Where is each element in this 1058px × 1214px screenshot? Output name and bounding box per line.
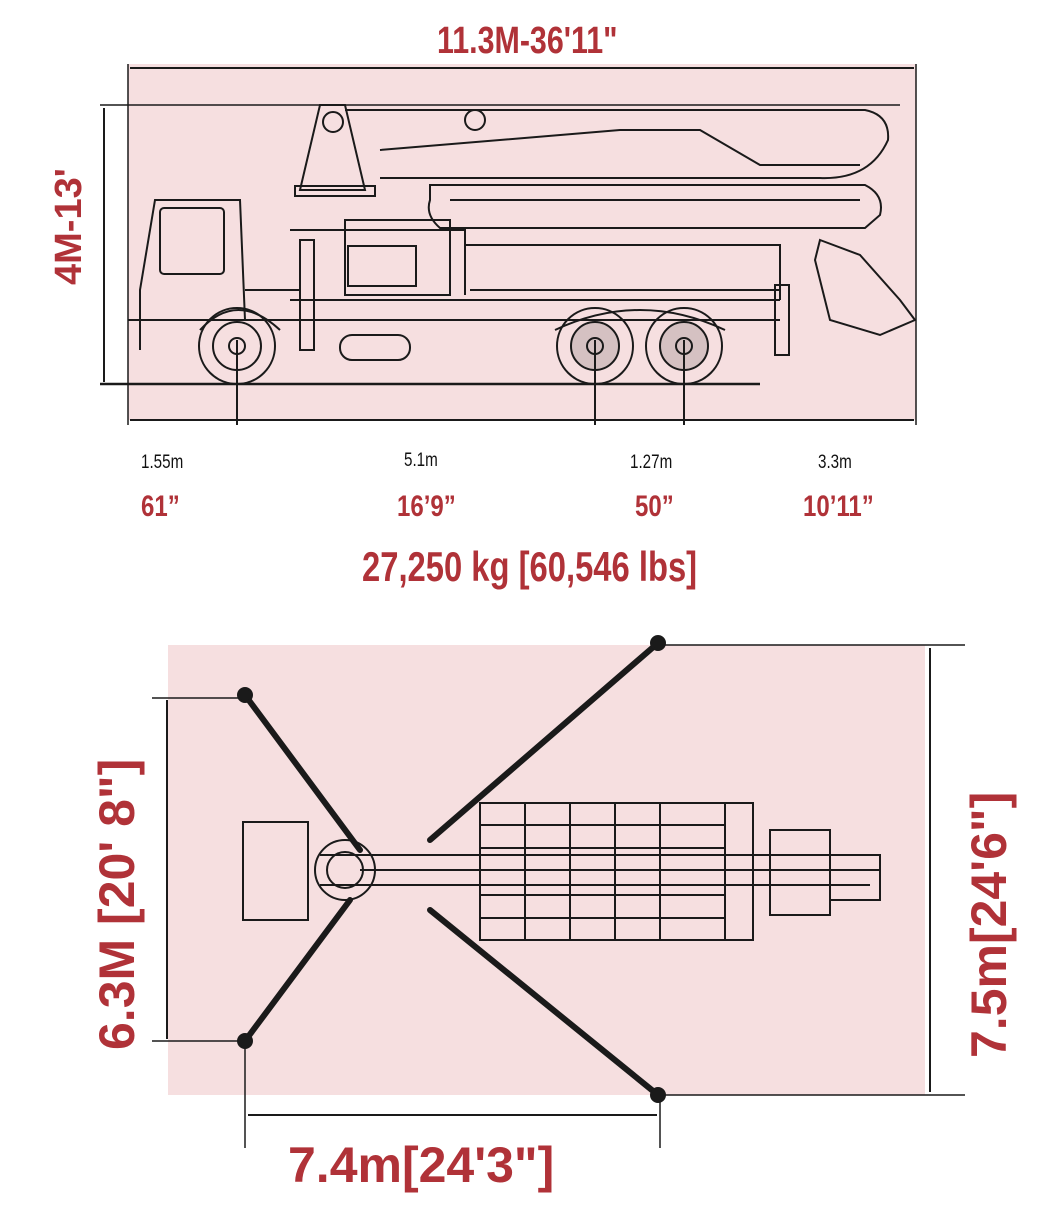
segment-2-imperial: 16’9” bbox=[397, 490, 456, 523]
rear-wheel-1 bbox=[556, 307, 634, 385]
overall-height-label: 4M-13' bbox=[48, 168, 90, 285]
segment-4-metric: 3.3m bbox=[818, 452, 852, 473]
outrigger-length-label: 7.4m[24'3"] bbox=[288, 1137, 555, 1193]
segment-4-imperial: 10’11” bbox=[803, 490, 874, 523]
segment-3-metric: 1.27m bbox=[630, 452, 673, 473]
side-view bbox=[100, 64, 917, 425]
front-outrigger-span-label: 6.3M [20' 8"] bbox=[89, 758, 145, 1050]
weight-label: 27,250 kg [60,546 lbs] bbox=[362, 543, 698, 590]
boom-tip bbox=[813, 238, 917, 337]
top-view bbox=[152, 635, 965, 1148]
segment-3-imperial: 50” bbox=[635, 490, 674, 523]
overall-length-label: 11.3M-36'11" bbox=[437, 20, 618, 62]
segment-2-metric: 5.1m bbox=[404, 450, 438, 471]
rear-box bbox=[242, 821, 309, 921]
turret bbox=[298, 104, 367, 191]
segment-1-imperial: 61” bbox=[141, 490, 180, 523]
rear-wheel-2 bbox=[645, 307, 723, 385]
boom-section-2 bbox=[427, 184, 882, 229]
front-wheel bbox=[198, 307, 276, 385]
rear-outrigger-span-label: 7.5m[24'6"] bbox=[961, 791, 1017, 1058]
segment-1-metric: 1.55m bbox=[141, 452, 184, 473]
boom-section-1 bbox=[345, 109, 890, 180]
